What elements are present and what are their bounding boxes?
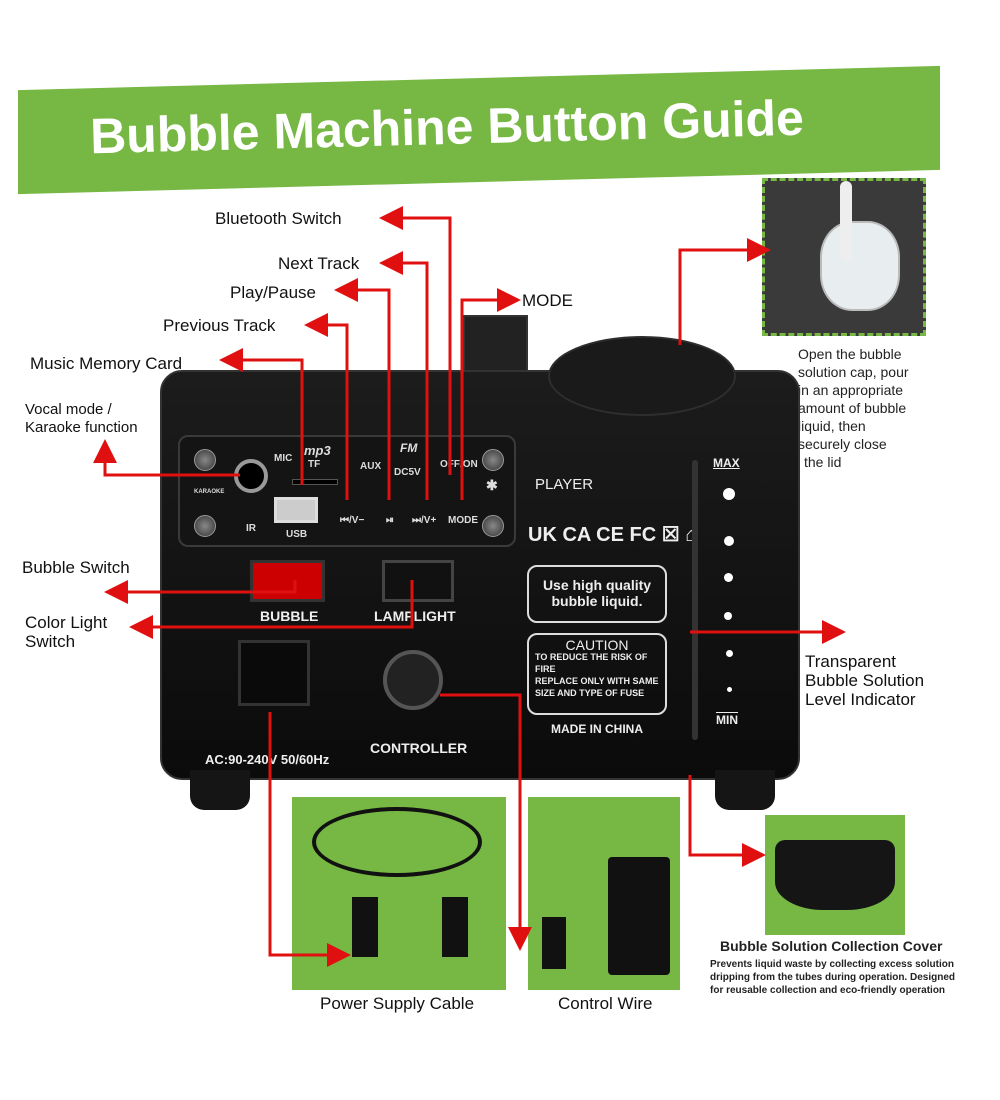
text-line: Prevents liquid waste by collecting exce… xyxy=(710,959,954,970)
text-line: REPLACE ONLY WITH SAME xyxy=(535,676,659,686)
lamplight-label: LAMPLIGHT xyxy=(374,608,456,624)
level-window xyxy=(692,460,698,740)
dc5v-label: DC5V xyxy=(394,467,421,478)
text-line: Open the bubble xyxy=(798,346,902,362)
usb-label: USB xyxy=(286,529,308,540)
arrow-bluetooth xyxy=(379,206,452,475)
max-label: MAX xyxy=(713,456,740,470)
collection-cover-photo xyxy=(765,815,905,935)
next-track-button[interactable]: ⏭/V+ xyxy=(412,515,437,526)
level-dot xyxy=(727,687,732,692)
level-indicator-label-2: Bubble Solution xyxy=(805,671,925,690)
bubble-label: BUBBLE xyxy=(260,608,319,624)
mic-label: MIC xyxy=(274,453,293,464)
quality-notice: Use high quality bubble liquid. xyxy=(527,565,667,623)
arrow-cable xyxy=(268,712,351,967)
arrow-controller xyxy=(440,693,532,951)
color-light-label-2: Switch xyxy=(25,632,76,651)
power-rating: AC:90-240V 50/60Hz xyxy=(205,752,330,767)
made-in-label: MADE IN CHINA xyxy=(551,722,643,736)
text-line: TO REDUCE THE RISK OF xyxy=(535,652,648,662)
arrow-previous xyxy=(304,313,349,500)
arrow-color xyxy=(129,580,414,639)
arrow-memory xyxy=(219,348,304,485)
previous-track-label: Previous Track xyxy=(163,316,276,335)
level-dot xyxy=(724,573,733,582)
arrow-bubble xyxy=(104,580,297,604)
arrow-cap xyxy=(678,238,771,345)
level-indicator-label: Transparent xyxy=(805,652,897,671)
text-line: solution cap, pour xyxy=(798,364,909,380)
text-line: securely close xyxy=(798,436,887,452)
brand-logo: FM xyxy=(400,441,418,455)
text-line: liquid, then xyxy=(798,418,866,434)
level-dot xyxy=(724,612,732,620)
offon-label: OFF/ON xyxy=(440,459,478,470)
arrow-next xyxy=(379,251,429,500)
caution-notice: CAUTION TO REDUCE THE RISK OF FIRE REPLA… xyxy=(527,633,667,715)
previous-track-button[interactable]: ⏮/V− xyxy=(340,515,365,526)
cap-instructions: Open the bubble solution cap, pour in an… xyxy=(798,345,909,471)
arrow-vocal xyxy=(93,439,240,477)
solution-cap-photo xyxy=(762,178,926,336)
ir-label: IR xyxy=(246,523,256,534)
bubble-switch-label: Bubble Switch xyxy=(22,558,130,577)
text-line: SIZE AND TYPE OF FUSE xyxy=(535,688,645,698)
play-pause-button[interactable]: ⏯ xyxy=(386,515,394,526)
karaoke-logo: KARAOKE xyxy=(194,489,225,495)
caution-heading: CAUTION xyxy=(565,637,629,653)
memory-card-label: Music Memory Card xyxy=(30,354,183,373)
text-line: in an appropriate xyxy=(798,382,904,398)
color-light-label: Color Light xyxy=(25,613,108,632)
tf-label: TF xyxy=(308,459,321,470)
vocal-mode-label: Vocal mode / xyxy=(25,401,112,418)
player-label: PLAYER xyxy=(535,476,594,493)
mp3-logo: mp3 xyxy=(304,443,331,458)
tf-card-slot[interactable] xyxy=(292,479,338,485)
certification-marks: UK CA CE FC ☒ ⌂ xyxy=(528,524,698,546)
control-wire-photo xyxy=(528,797,680,990)
arrow-play xyxy=(334,278,391,500)
karaoke-function-label: Karaoke function xyxy=(25,419,138,436)
lamplight-switch[interactable] xyxy=(382,560,454,602)
bubble-switch[interactable] xyxy=(250,560,325,602)
text-line: for reusable collection and eco-friendly… xyxy=(710,985,946,996)
text-line: Use high quality xyxy=(542,577,652,593)
controller-socket[interactable] xyxy=(383,650,443,710)
control-wire-label: Control Wire xyxy=(558,994,653,1013)
collection-cover-title: Bubble Solution Collection Cover xyxy=(720,938,943,954)
mode-label: MODE xyxy=(522,291,573,310)
play-pause-label: Play/Pause xyxy=(230,283,316,302)
level-dot xyxy=(726,650,733,657)
text-line: amount of bubble xyxy=(798,400,907,416)
text-line: dripping from the tubes during operation… xyxy=(710,972,955,983)
mode-button[interactable]: MODE xyxy=(448,515,478,526)
aux-label: AUX xyxy=(360,461,382,472)
bluetooth-icon: ✱ xyxy=(486,477,498,493)
foot xyxy=(715,770,775,810)
next-track-label: Next Track xyxy=(278,254,360,273)
arrow-cover xyxy=(688,775,766,867)
min-label: MIN xyxy=(716,713,738,727)
level-dot xyxy=(723,488,735,500)
usb-port[interactable] xyxy=(274,497,318,523)
text-line: FIRE xyxy=(535,664,556,674)
power-cable-label: Power Supply Cable xyxy=(320,994,475,1013)
arrow-mode xyxy=(460,288,521,500)
text-line: bubble liquid. xyxy=(551,593,643,609)
collection-cover-description: Prevents liquid waste by collecting exce… xyxy=(710,958,955,997)
level-indicator-label-3: Level Indicator xyxy=(805,690,916,709)
bluetooth-switch-label: Bluetooth Switch xyxy=(215,209,342,228)
solution-tank-cap xyxy=(548,336,736,416)
mic-jack[interactable] xyxy=(234,459,268,493)
text-line: the lid xyxy=(804,454,842,470)
foot xyxy=(190,770,250,810)
level-dot xyxy=(724,536,734,546)
power-inlet[interactable] xyxy=(238,640,310,706)
controller-label: CONTROLLER xyxy=(370,740,468,756)
